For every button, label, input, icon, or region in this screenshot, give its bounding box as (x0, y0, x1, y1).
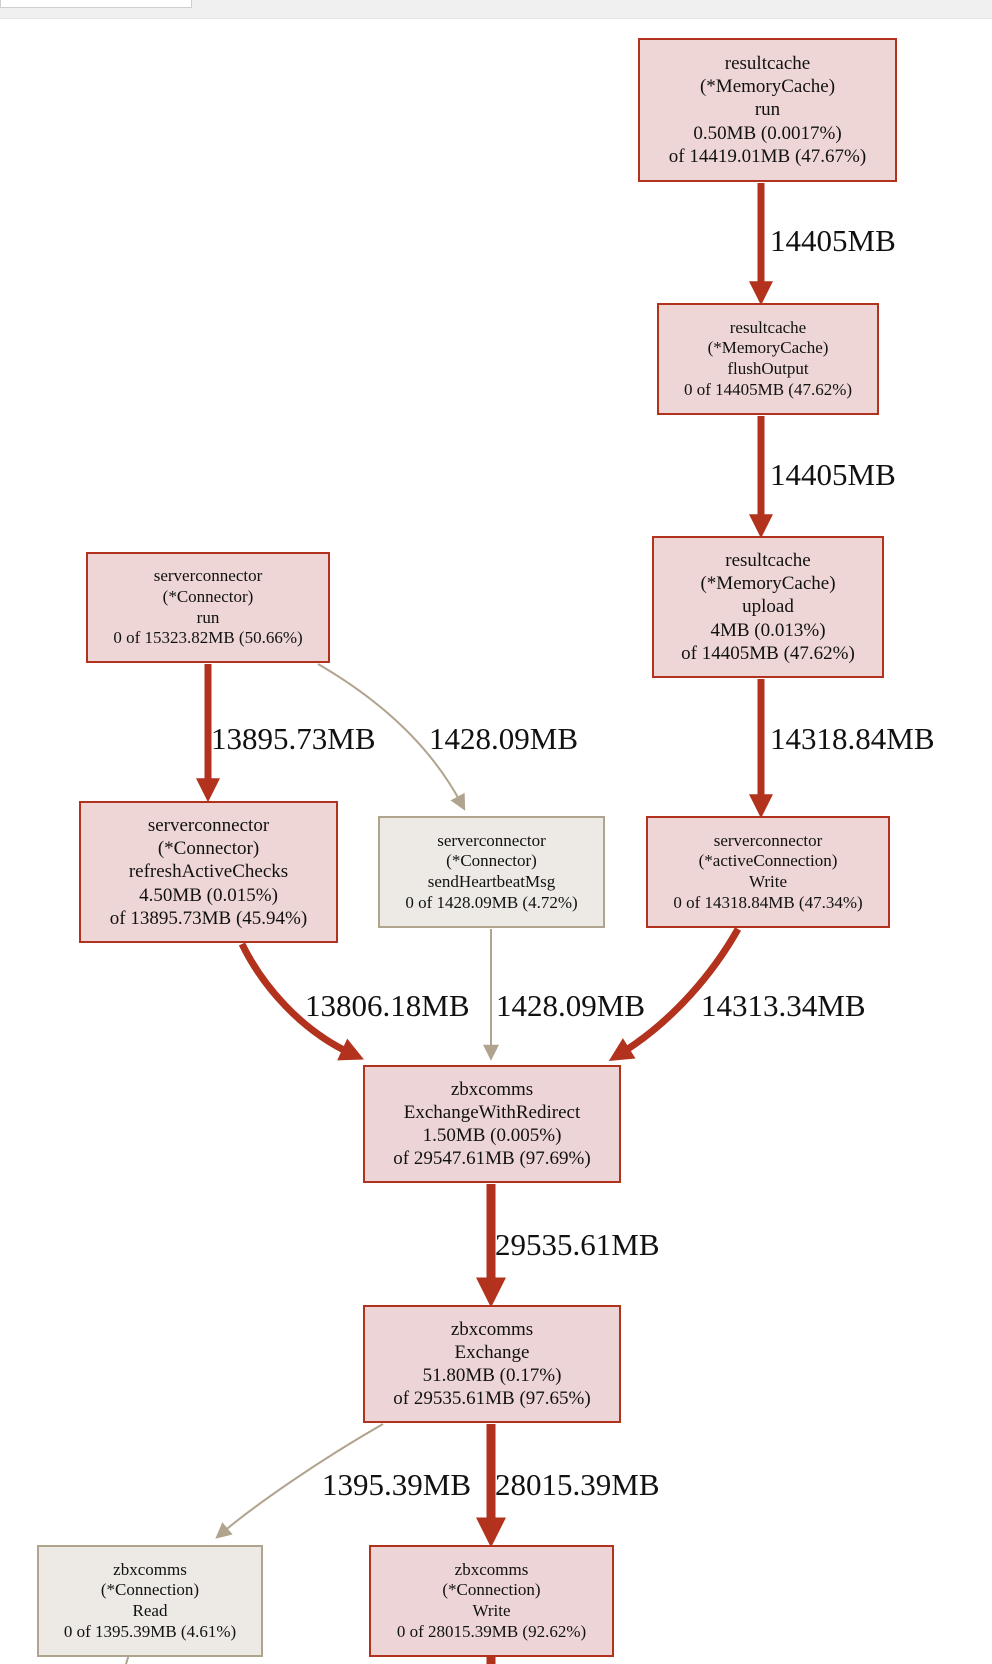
node-text-line: 4.50MB (0.015%) (139, 884, 278, 906)
edge-label-exchange-to-write: 28015.39MB (495, 1467, 660, 1502)
node-text-line: zbxcomms (450, 1318, 534, 1340)
node-text-line: serverconnector (147, 815, 270, 837)
node-text-line: 1.50MB (0.005%) (422, 1125, 562, 1146)
node-text-line: sendHeartbeatMsg (427, 872, 556, 891)
node-text-line: 4MB (0.013%) (710, 619, 826, 641)
edge-label-run-to-refreshactivechecks: 13895.73MB (211, 721, 376, 756)
node-text-line: zbxcomms (113, 1559, 187, 1579)
node-text-line: of 29547.61MB (97.69%) (393, 1148, 591, 1170)
node-text-line: 0 of 1395.39MB (4.61%) (63, 1621, 237, 1641)
arrowhead-e9 (476, 1277, 506, 1308)
node-text-line: serverconnector (437, 830, 546, 850)
node-text-line: resultcache (724, 53, 811, 75)
edge-sc_write-to-zc_xwr (618, 927, 742, 1057)
node-text-line: (*MemoryCache) (699, 76, 836, 98)
node-text-line: 0 of 14318.84MB (47.34%) (673, 892, 863, 912)
arrowhead-e7 (483, 1044, 499, 1061)
node-text-line: resultcache (729, 317, 807, 337)
node-text-line: serverconnector (713, 830, 823, 850)
node-text-line: of 14419.01MB (47.67%) (668, 145, 867, 167)
arrowhead-e2 (749, 514, 773, 539)
node-serverconnector-connector-sendheartbeatmsg[interactable]: serverconnector(*Connector)sendHeartbeat… (378, 816, 605, 928)
node-text-line: resultcache (725, 550, 811, 572)
edge-label-refreshactivechecks-to-exchangewithredirect: 13806.18MB (305, 988, 470, 1023)
arrowhead-e10 (215, 1522, 233, 1539)
node-text-line: serverconnector (153, 566, 263, 586)
edge-label-activeconnection-write-to-exchangewithredirect: 14313.34MB (701, 988, 866, 1023)
arrowhead-e3 (749, 794, 773, 819)
node-text-line: Write (472, 1601, 511, 1620)
arrowhead-e4 (196, 778, 220, 803)
edge-label-run-to-sendheartbeatmsg: 1428.09MB (429, 721, 578, 756)
edge-sc_refresh-to-zc_xwr (238, 942, 354, 1058)
node-text-line: (*Connection) (100, 1580, 200, 1600)
node-text-line: (*Connector) (157, 838, 260, 860)
node-text-line: (*MemoryCache) (700, 573, 836, 595)
node-text-line: 51.80MB (0.17%) (422, 1365, 562, 1386)
edge-label-exchangewithredirect-to-exchange: 29535.61MB (495, 1227, 660, 1262)
node-text-line: Exchange (454, 1341, 530, 1363)
arrowhead-e6 (337, 1038, 364, 1061)
node-text-line: (*Connector) (162, 586, 254, 606)
node-text-line: 0 of 28015.39MB (92.62%) (396, 1621, 587, 1641)
arrowhead-e5 (450, 792, 466, 811)
node-text-line: 0.50MB (0.0017%) (693, 122, 842, 144)
node-text-line: (*Connector) (446, 851, 537, 871)
node-text-line: of 29535.61MB (97.65%) (393, 1388, 591, 1410)
node-text-line: Write (748, 872, 788, 891)
edge-label-flush-to-upload: 14405MB (770, 457, 896, 492)
arrowhead-e1 (749, 281, 773, 306)
arrowhead-e11 (476, 1517, 506, 1548)
node-text-line: zbxcomms (450, 1078, 534, 1100)
arrowhead-e8 (608, 1038, 636, 1061)
node-text-line: run (754, 99, 781, 121)
node-text-line: run (196, 607, 220, 627)
node-text-line: 0 of 1428.09MB (4.72%) (405, 892, 578, 912)
edge-label-sendheartbeatmsg-to-exchangewithredirect: 1428.09MB (496, 988, 645, 1023)
node-text-line: upload (742, 596, 794, 618)
node-text-line: (*MemoryCache) (707, 338, 829, 358)
node-text-line: Read (132, 1601, 168, 1620)
edge-sc_run-to-sc_heartbeat (317, 663, 462, 804)
node-text-line: refreshActiveChecks (128, 861, 289, 883)
edge-label-rc-run-to-flush: 14405MB (770, 223, 896, 258)
edge-zc_exchange-to-zc_read (221, 1423, 384, 1534)
edge-label-upload-to-activeconnection-write: 14318.84MB (770, 721, 935, 756)
node-text-line: 0 of 14405MB (47.62%) (683, 379, 853, 399)
edge-label-exchange-to-read: 1395.39MB (322, 1467, 471, 1502)
node-text-line: of 14405MB (47.62%) (681, 642, 855, 664)
node-serverconnector-connector-refreshactivechecks[interactable]: serverconnector(*Connector)refreshActive… (79, 801, 338, 943)
node-text-line: (*Connection) (442, 1580, 541, 1600)
node-text-line: of 13895.73MB (45.94%) (109, 907, 308, 929)
node-text-line: flushOutput (727, 359, 809, 378)
node-text-line: ExchangeWithRedirect (403, 1101, 581, 1123)
node-text-line: (*activeConnection) (698, 851, 838, 871)
browser-tab-strip (0, 0, 992, 19)
browser-tab[interactable] (0, 0, 192, 8)
node-text-line: 0 of 15323.82MB (50.66%) (113, 628, 303, 648)
node-text-line: zbxcomms (454, 1559, 529, 1579)
